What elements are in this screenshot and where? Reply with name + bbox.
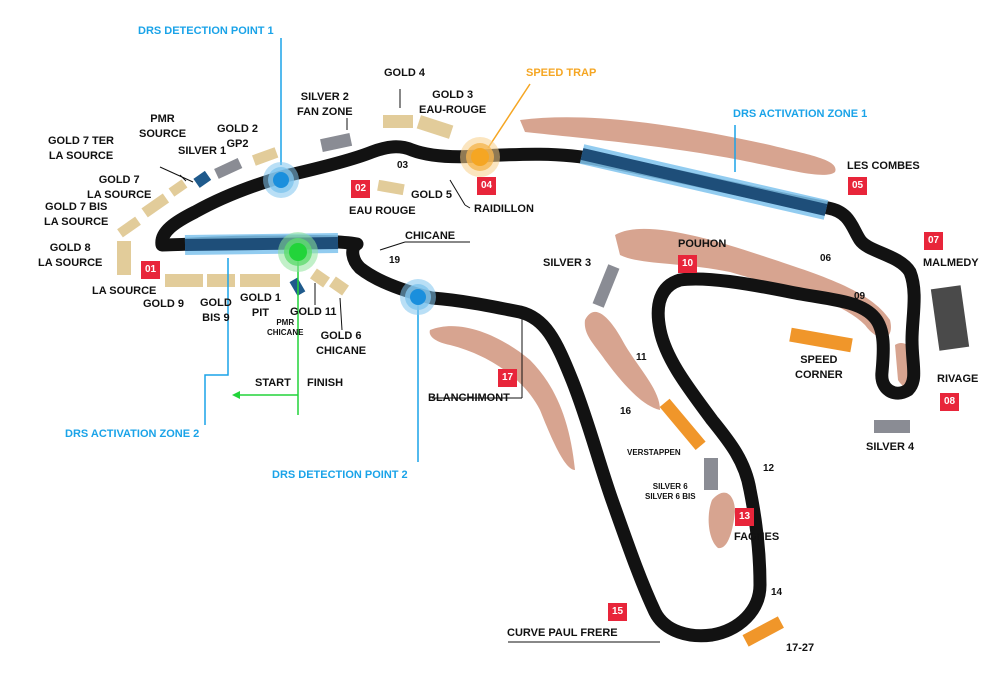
runoff-kemmel <box>520 117 836 175</box>
raidillon-label: RAIDILLON <box>474 203 534 215</box>
gold-9-label: GOLD 9 <box>143 298 184 310</box>
drs-zone-1 <box>580 148 828 216</box>
turn-badge-07: 07 <box>924 232 943 250</box>
turn-badge-13: 13 <box>735 508 754 526</box>
turn-badge-05: 05 <box>848 177 867 195</box>
turn-badge-15: 15 <box>608 603 627 621</box>
corner-number-03: 03 <box>397 160 409 171</box>
stand-silver-6-shape <box>704 458 718 490</box>
verstappen-label: VERSTAPPEN <box>627 448 681 457</box>
speed-trap-label: SPEED TRAP <box>526 67 597 79</box>
stand-17-27-label: 17-27 <box>786 642 815 654</box>
speed-trap-leader <box>487 83 531 149</box>
stand-speed-corner-shape <box>789 327 853 353</box>
stand-silver-4-shape <box>874 420 910 433</box>
corner-number-12: 12 <box>763 463 775 474</box>
stand-gold-9-shape <box>165 274 203 287</box>
label-leaders <box>159 89 660 643</box>
finish-label: FINISH <box>307 377 344 389</box>
stand-gold-8-shape <box>117 241 131 275</box>
runoff-fagnes <box>708 492 735 549</box>
corner-number-11: 11 <box>636 352 647 363</box>
fagnes-label: FAGNES <box>734 531 780 543</box>
turn-badge-01: 01 <box>141 261 160 279</box>
stand-silver-1-shape <box>214 157 243 179</box>
malmedy-label: MALMEDY <box>923 257 979 269</box>
gold-5-label: GOLD 5 <box>411 189 452 201</box>
stand-gold-6-shape <box>329 276 349 296</box>
gold-11-label: GOLD 11 <box>290 306 337 318</box>
runoff-silver3 <box>584 311 660 410</box>
turn-badge-17: 17 <box>498 369 517 387</box>
stand-gold-bis9-shape <box>207 274 235 287</box>
stand-17-27-shape <box>742 616 784 647</box>
la-source-label: LA SOURCE <box>92 285 157 297</box>
turn-badge-10: 10 <box>678 255 697 273</box>
corner-number-06: 06 <box>820 253 832 264</box>
start-finish-lines <box>232 255 299 415</box>
rivage-label: RIVAGE <box>937 373 979 385</box>
drs-detection-2-label: DRS DETECTION POINT 2 <box>272 469 408 481</box>
start-label: START <box>255 377 291 389</box>
drs-detection-point-2-marker <box>400 279 436 315</box>
corner-number-19: 19 <box>389 255 401 266</box>
stand-gold-3-shape <box>416 115 454 139</box>
eau-rouge-label: EAU ROUGE <box>349 205 416 217</box>
les-combes-label: LES COMBES <box>847 160 920 172</box>
runoff-blanchimont <box>429 326 575 470</box>
drs-activation-1-label: DRS ACTIVATION ZONE 1 <box>733 108 868 120</box>
turn-badge-08: 08 <box>940 393 959 411</box>
stand-gold-2-shape <box>252 147 279 166</box>
silver-3-label: SILVER 3 <box>543 257 592 269</box>
stand-gold-1-shape <box>240 274 280 287</box>
stand-gold-5-shape <box>377 179 405 196</box>
stand-gold-7ter-shape <box>168 179 188 197</box>
corner-number-14: 14 <box>771 587 783 598</box>
gold-4-label: GOLD 4 <box>384 67 425 79</box>
turn-badge-02: 02 <box>351 180 370 198</box>
drs-detection-1-label: DRS DETECTION POINT 1 <box>138 25 274 37</box>
stand-rivage-shape <box>930 285 970 351</box>
stand-gold-11-shape <box>310 268 330 288</box>
drs-activation-2-label: DRS ACTIVATION ZONE 2 <box>65 428 200 440</box>
silver-1-label: SILVER 1 <box>178 145 227 157</box>
stand-gold-7bis-shape <box>117 216 141 238</box>
start-finish-marker <box>278 232 318 272</box>
speed-trap-marker <box>460 137 500 177</box>
blanchimont-label: BLANCHIMONT <box>428 392 510 404</box>
stand-silver-2-shape <box>320 133 353 152</box>
pouhon-label: POUHON <box>678 238 727 250</box>
drs-detection-point-1-marker <box>263 162 299 198</box>
corner-number-16: 16 <box>620 406 632 417</box>
stand-verstappen-shape <box>659 398 706 450</box>
stand-pmr-source-shape <box>193 170 212 188</box>
drs-leader-lines <box>204 38 736 462</box>
turn-badge-04: 04 <box>477 177 496 195</box>
chicane-label: CHICANE <box>405 230 456 242</box>
stand-silver-3-shape <box>592 264 620 308</box>
stand-gold-4-shape <box>383 115 413 128</box>
curve-paul-frere-label: CURVE PAUL FRERE <box>507 627 618 639</box>
corner-number-09: 09 <box>854 291 866 302</box>
stand-gold-7-shape <box>141 193 170 218</box>
silver-4-label: SILVER 4 <box>866 441 915 453</box>
